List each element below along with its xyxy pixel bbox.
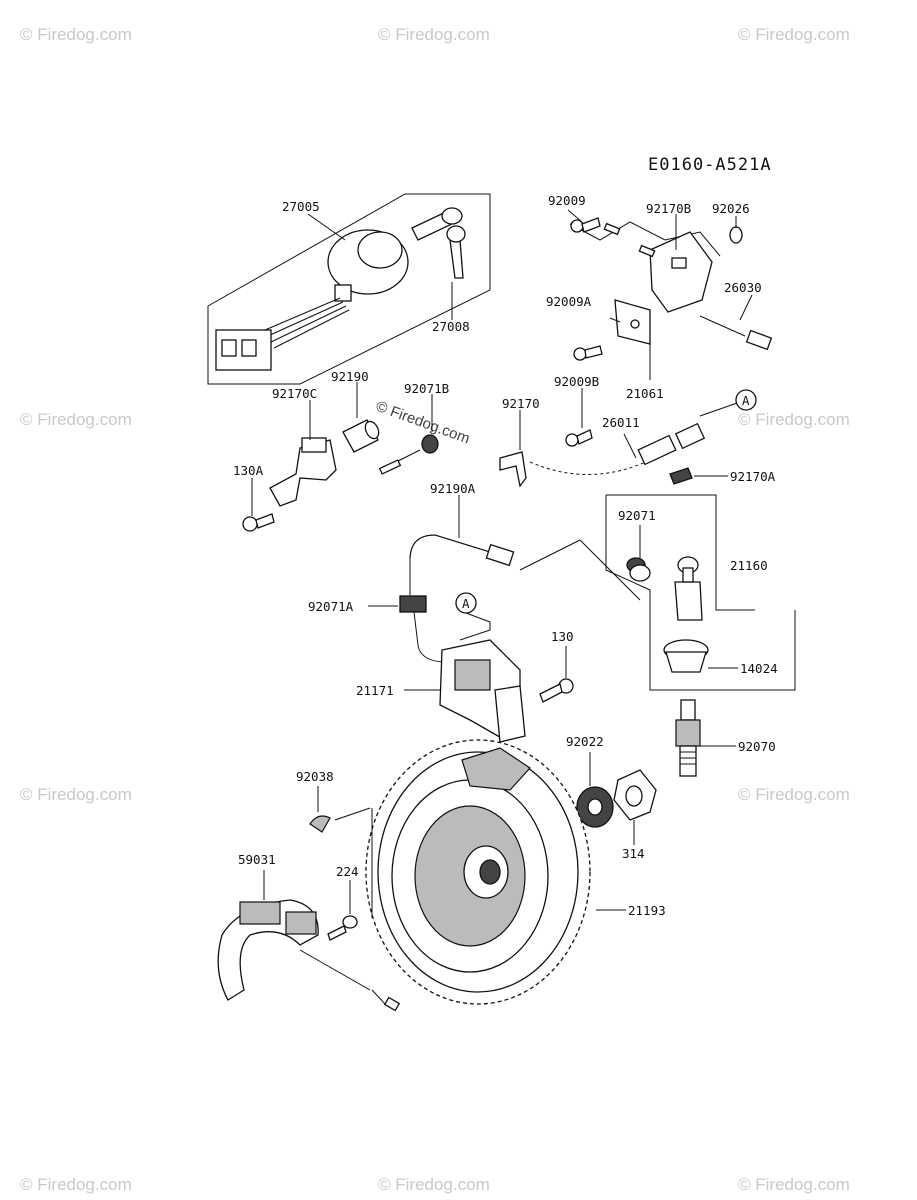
watermark: © Firedog.com (20, 25, 132, 44)
part-label: 130 (551, 629, 574, 644)
part-label: 130A (233, 463, 264, 478)
part-label: 92170B (646, 201, 691, 216)
diagram-code: E0160-A521A (648, 155, 772, 175)
connector-label: A (742, 393, 750, 408)
part-label: 92026 (712, 201, 750, 216)
part-label: 21193 (628, 903, 666, 918)
part-label: 21171 (356, 683, 394, 698)
part-label: 92070 (738, 739, 776, 754)
part-label: 92022 (566, 734, 604, 749)
part-label: 92071A (308, 599, 354, 614)
part-label: 92170C (272, 386, 317, 401)
watermark: © Firedog.com (20, 410, 132, 429)
flywheel (334, 739, 626, 1005)
bracket-cord-assembly (567, 209, 773, 380)
part-label: 92009A (546, 294, 592, 309)
part-label: 27008 (432, 319, 470, 334)
connector-a-top: A (735, 389, 757, 411)
part-label: 92009 (548, 193, 586, 208)
part-label: 26030 (724, 280, 762, 295)
watermark: © Firedog.com (20, 1175, 132, 1194)
part-label: 59031 (238, 852, 276, 867)
part-label: 14024 (740, 661, 778, 676)
part-label: 92071 (618, 508, 656, 523)
part-label: 224 (336, 864, 359, 879)
watermark: © Firedog.com (378, 1175, 490, 1194)
watermark: © Firedog.com (378, 25, 490, 44)
spark-plug (675, 699, 736, 777)
part-label: 92170 (502, 396, 540, 411)
part-label: 92170A (730, 469, 776, 484)
part-label: 27005 (282, 199, 320, 214)
part-label: 21061 (626, 386, 664, 401)
part-label: 92009B (554, 374, 599, 389)
part-labels: 27005 27008 92009 92170B 92026 26030 920… (233, 193, 778, 918)
watermark: © Firedog.com (738, 25, 850, 44)
stator (217, 870, 401, 1012)
connector-label: A (462, 596, 470, 611)
watermark: © Firedog.com (20, 785, 132, 804)
ignition-coil-assembly: A (368, 494, 796, 743)
part-label: 314 (622, 846, 645, 861)
part-label: 92190A (430, 481, 476, 496)
part-label: 92071B (404, 381, 449, 396)
lower-bracket-assembly (242, 382, 741, 532)
part-label: 92038 (296, 769, 334, 784)
part-label: 92190 (331, 369, 369, 384)
watermark: © Firedog.com (738, 785, 850, 804)
bolt-224 (327, 880, 358, 941)
part-label: 26011 (602, 415, 640, 430)
part-label: 21160 (730, 558, 768, 573)
ignition-switch-assembly (207, 193, 491, 385)
woodruff-key (309, 786, 331, 833)
watermark: © Firedog.com (738, 1175, 850, 1194)
washer-nut (576, 752, 657, 845)
watermark: © Firedog.com (738, 410, 850, 429)
